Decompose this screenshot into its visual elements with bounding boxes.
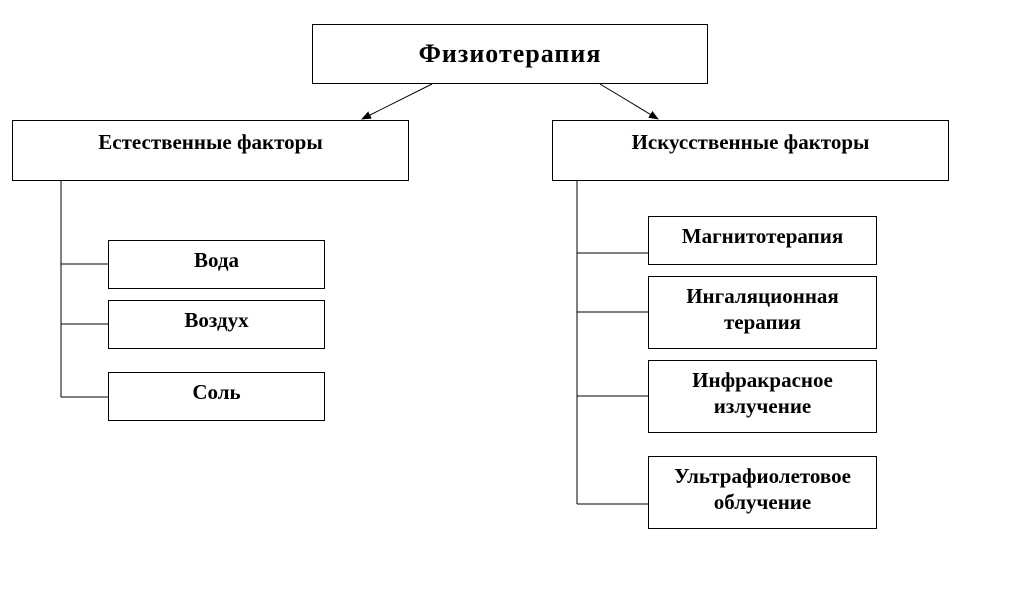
artificial-item-label: Магнитотерапия bbox=[681, 224, 844, 248]
natural-item-water: Вода bbox=[108, 240, 325, 289]
artificial-factors-box: Искусственные факторы bbox=[552, 120, 949, 181]
natural-item-label: Воздух bbox=[184, 308, 249, 332]
natural-item-label: Соль bbox=[192, 380, 241, 404]
natural-item-label: Вода bbox=[193, 248, 240, 272]
root-label: Физиотерапия bbox=[418, 38, 602, 68]
natural-factors-label: Естественные факторы bbox=[98, 130, 323, 154]
natural-factors-box: Естественные факторы bbox=[12, 120, 409, 181]
arrow-to-natural bbox=[361, 83, 433, 120]
root-box: Физиотерапия bbox=[312, 24, 708, 84]
artificial-item-label: Ультрафиолетовое облучение bbox=[674, 464, 851, 515]
artificial-item-label: Инфракрасное излучение bbox=[692, 368, 833, 419]
artificial-item-label: Ингаляционная терапия bbox=[686, 284, 839, 335]
artificial-item-infrared: Инфракрасное излучение bbox=[648, 360, 877, 433]
artificial-item-magnetotherapy: Магнитотерапия bbox=[648, 216, 877, 265]
artificial-item-ultraviolet: Ультрафиолетовое облучение bbox=[648, 456, 877, 529]
natural-item-salt: Соль bbox=[108, 372, 325, 421]
artificial-factors-label: Искусственные факторы bbox=[631, 130, 870, 154]
arrow-to-artificial bbox=[599, 83, 659, 120]
natural-item-air: Воздух bbox=[108, 300, 325, 349]
artificial-item-inhalation: Ингаляционная терапия bbox=[648, 276, 877, 349]
